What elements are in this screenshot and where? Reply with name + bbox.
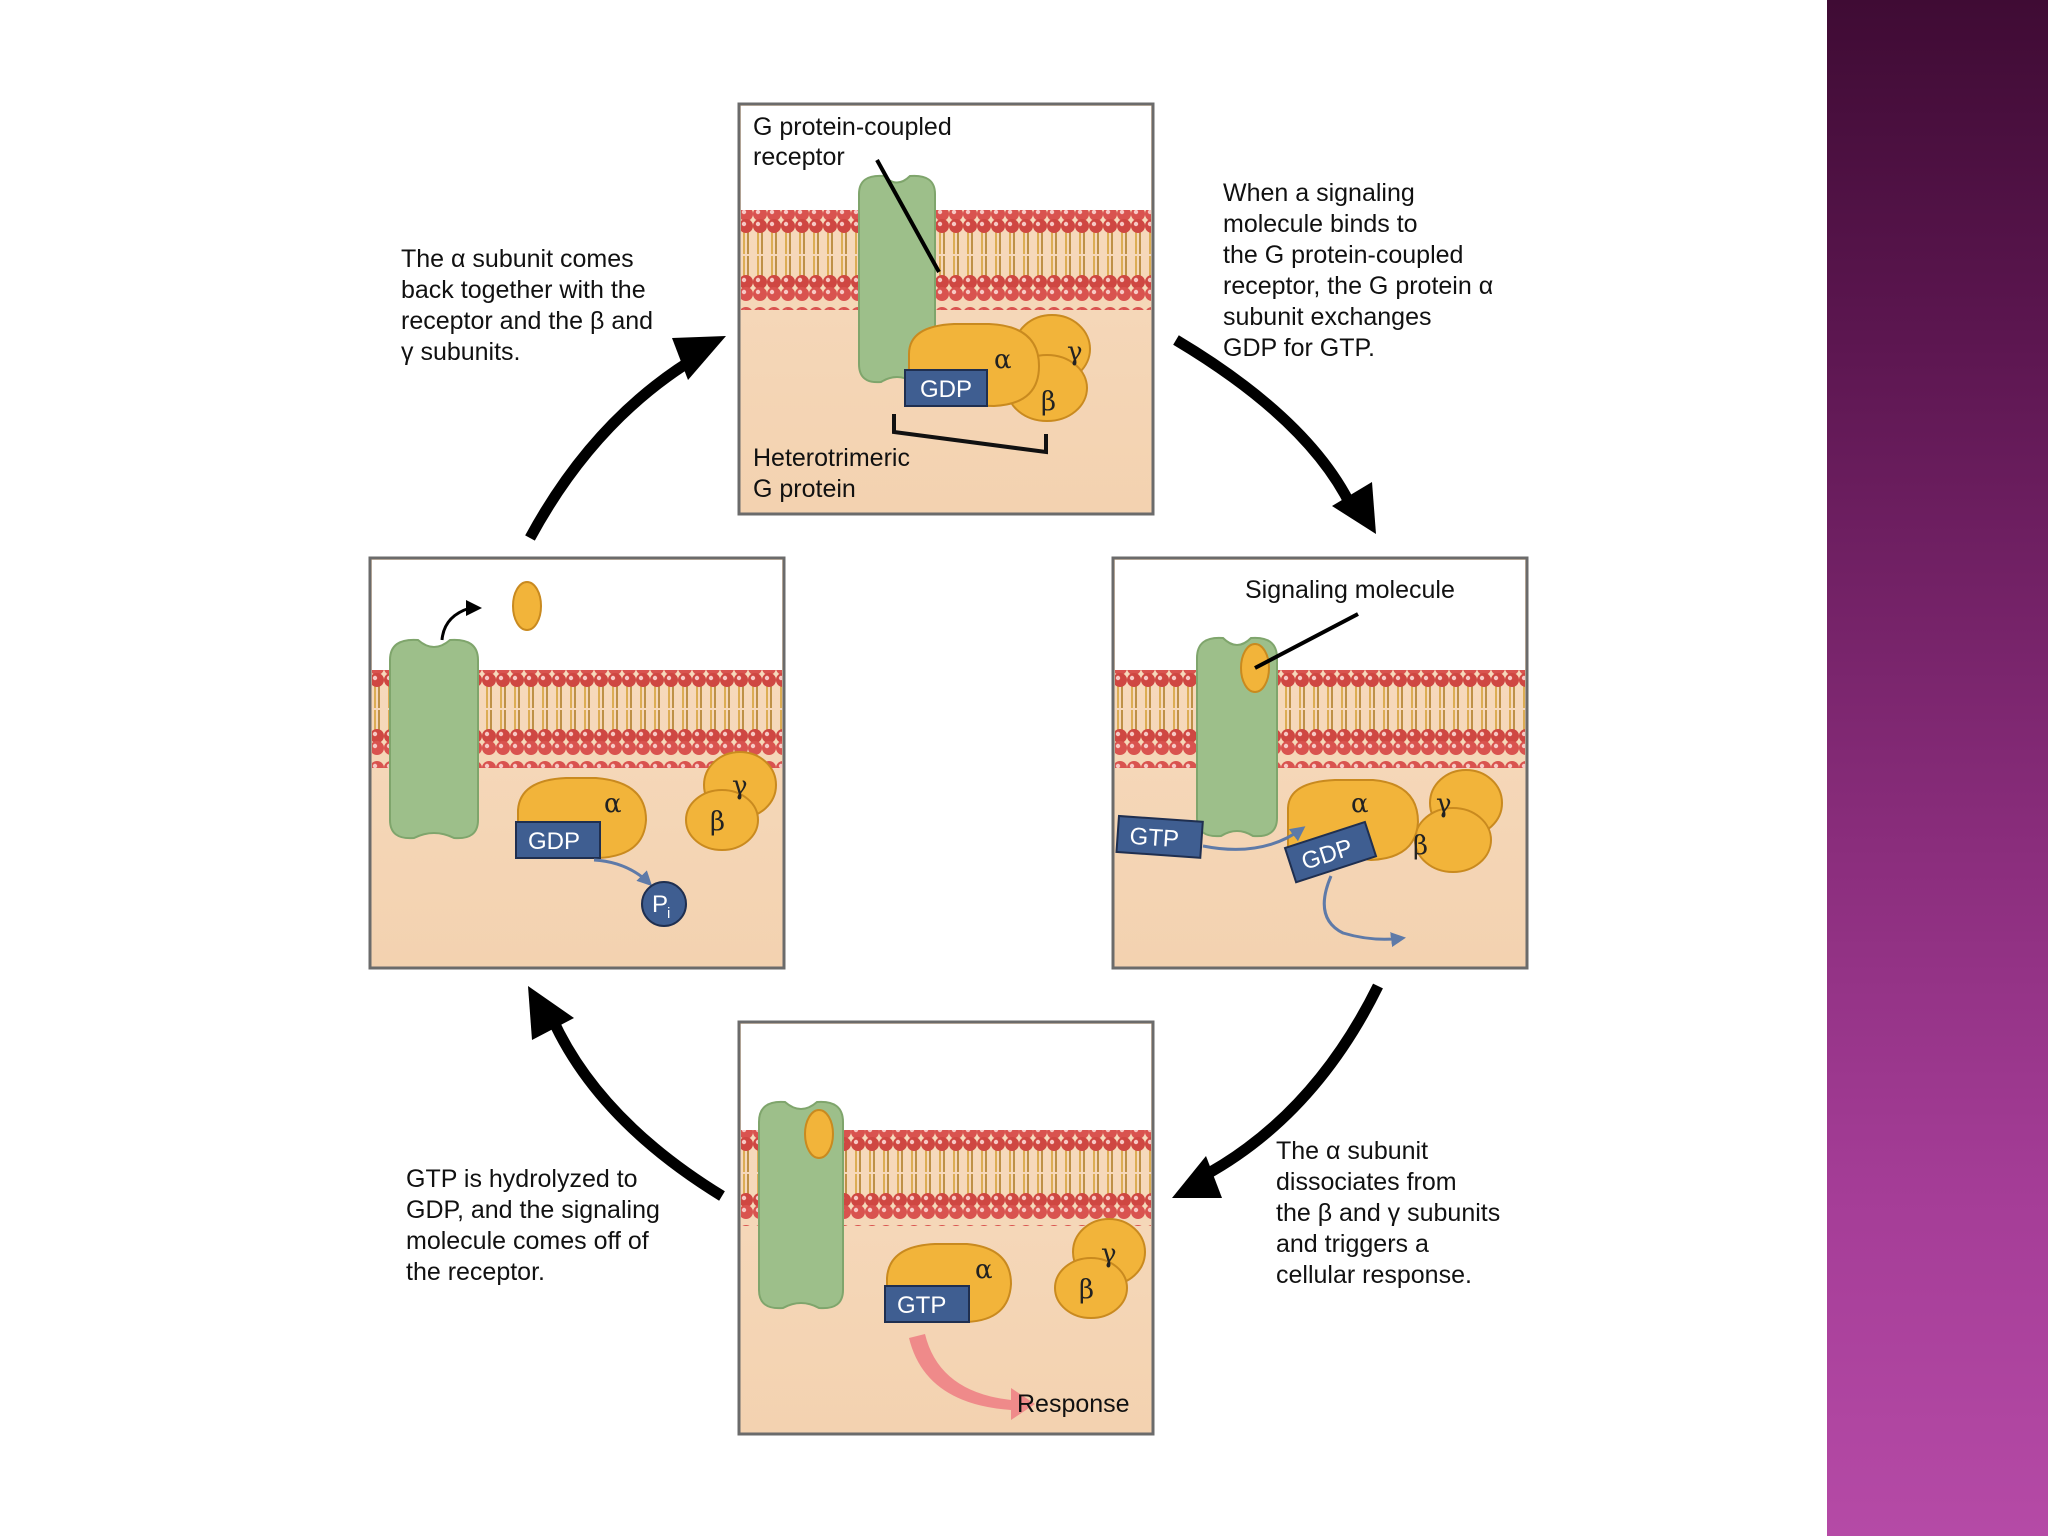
signaling-molecule-icon (512, 581, 542, 631)
gdp-box (1283, 820, 1378, 884)
svg-text:β: β (1413, 831, 1428, 861)
svg-text:GDP: GDP (920, 376, 972, 403)
release-arrow (440, 606, 471, 641)
svg-text:GTP: GTP (897, 1292, 946, 1319)
svg-text:β: β (710, 807, 725, 837)
g-protein-cycle-diagram: α γ β GDP G protein-coupled receptor Het… (368, 102, 1529, 1436)
svg-text:γ: γ (1101, 1239, 1117, 1269)
caption-bottom-right: The α subunit dissociates from the β and… (1276, 1137, 1501, 1289)
cycle-arrow-icon (1173, 335, 1376, 534)
beta-subunit (1414, 807, 1492, 873)
phosphate-icon (641, 881, 687, 927)
gtp-box (884, 1285, 970, 1323)
signaling-molecule-icon (804, 1109, 834, 1159)
svg-text:G protein: G protein (753, 475, 856, 503)
svg-text:Response: Response (1017, 1390, 1130, 1418)
cycle-arrow-icon (1172, 983, 1383, 1198)
svg-text:i: i (667, 905, 670, 922)
panel-left: α γ β GDP P i (368, 556, 786, 970)
svg-text:α: α (1351, 789, 1369, 819)
svg-text:Signaling molecule: Signaling molecule (1245, 576, 1455, 604)
response-arrow (909, 1334, 1035, 1420)
cycle-arrow-icon (528, 986, 725, 1201)
g-protein-receptor-icon (389, 638, 479, 840)
slide-sidebar-gradient (1827, 0, 2048, 1536)
svg-text:G protein-coupled: G protein-coupled (753, 113, 952, 141)
gdp-box (515, 821, 601, 859)
cycle-arrow-icon (525, 336, 726, 541)
svg-text:P: P (652, 891, 668, 918)
g-protein-bracket (892, 414, 1048, 455)
gtp-box (1115, 814, 1204, 859)
panel-top: α γ β GDP G protein-coupled receptor Het… (737, 102, 1155, 516)
svg-text:α: α (604, 789, 622, 819)
caption-top-left: The α subunit comes back together with t… (401, 245, 654, 366)
svg-text:γ: γ (1436, 789, 1452, 819)
svg-text:receptor: receptor (753, 143, 845, 171)
panel-right: Signaling molecule α γ β GTP GDP (1111, 556, 1529, 970)
svg-text:α: α (994, 345, 1012, 375)
beta-subunit (1054, 1257, 1128, 1319)
gdp-box (904, 369, 988, 407)
caption-bottom-left: GTP is hydrolyzed to GDP, and the signal… (406, 1165, 660, 1286)
svg-text:α: α (975, 1255, 993, 1285)
membrane (741, 210, 1151, 310)
svg-text:γ: γ (1067, 337, 1083, 367)
svg-text:β: β (1079, 1275, 1094, 1305)
svg-text:β: β (1041, 387, 1056, 417)
panel-bottom: α γ β GTP Response (737, 1020, 1155, 1436)
beta-subunit (685, 789, 759, 851)
svg-text:γ: γ (732, 771, 748, 801)
svg-text:Heterotrimeric: Heterotrimeric (753, 444, 910, 472)
membrane (1115, 668, 1525, 768)
svg-text:GTP: GTP (1129, 823, 1180, 853)
caption-top-right: When a signaling molecule binds to the G… (1223, 179, 1494, 362)
svg-text:GDP: GDP (528, 828, 580, 855)
